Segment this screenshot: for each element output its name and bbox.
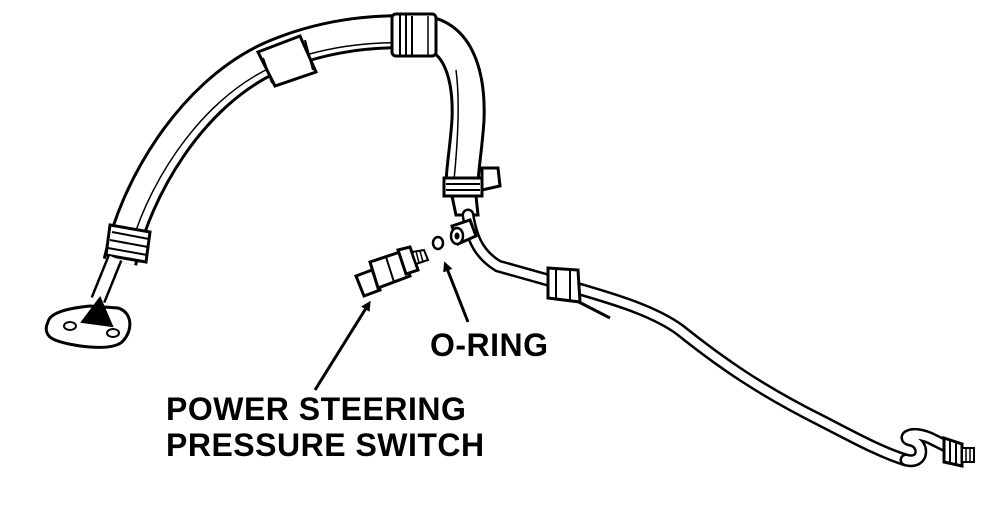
switch-arrow: [313, 300, 371, 391]
oring-arrow: [443, 261, 470, 323]
hose-sleeve: [255, 34, 319, 88]
switch-port-fitting: [449, 218, 478, 247]
hose-crimp-fitting: [390, 12, 438, 58]
line-tube-nut: [942, 435, 975, 468]
power-steering-pressure-switch: [354, 245, 430, 298]
hose-clamp: [442, 166, 502, 198]
o-ring: [431, 235, 445, 251]
metal-pressure-line: [461, 208, 957, 468]
line-grommet: [546, 266, 582, 304]
pressure-switch-label: POWER STEERING PRESSURE SWITCH: [166, 391, 485, 463]
hose-mounting-flange: [44, 296, 132, 349]
pressure-hose: [102, 14, 486, 266]
hose-end-fitting: [90, 223, 152, 304]
o-ring-label: O-RING: [430, 327, 549, 363]
leader-arrows: [313, 261, 470, 391]
pressure-switch-label-line1: POWER STEERING: [166, 391, 467, 427]
pressure-switch-label-line2: PRESSURE SWITCH: [166, 427, 485, 463]
